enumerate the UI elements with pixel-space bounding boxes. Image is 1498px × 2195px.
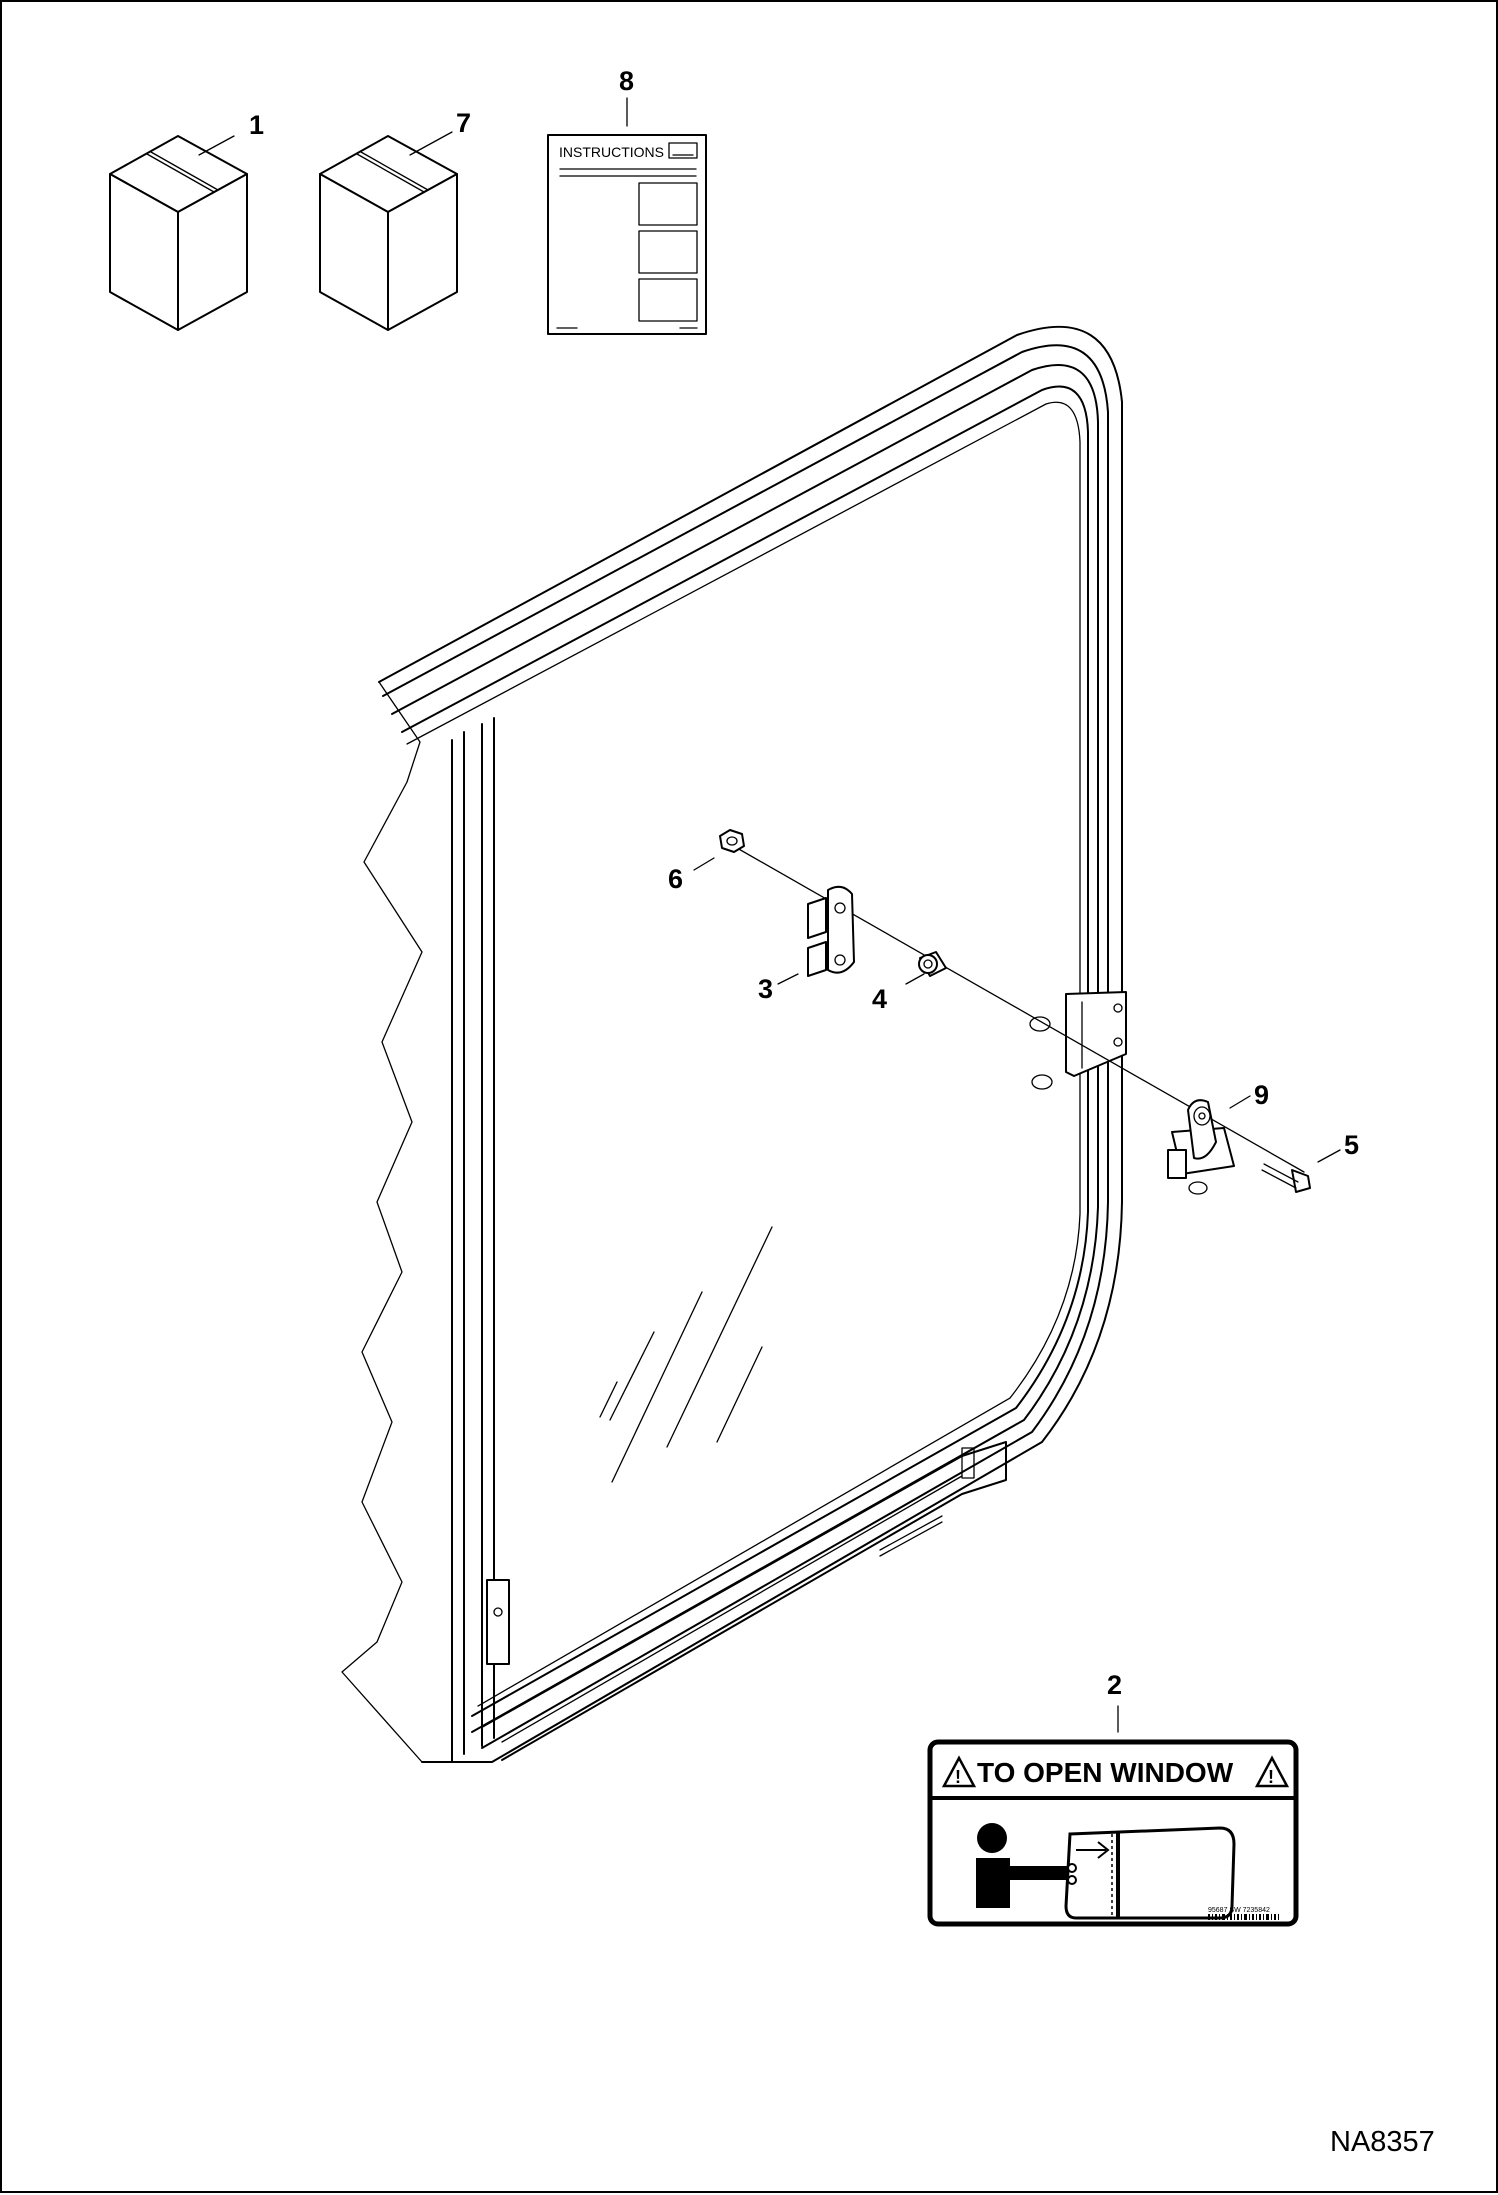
window-pictogram-icon [1064,1826,1236,1920]
assembly-axis-line [729,843,1305,1173]
latch-bracket-on-frame [1029,991,1127,1090]
nut-item-6 [719,829,745,853]
spacer-item-4 [918,951,947,977]
callout-7: 7 [456,108,471,138]
decal-item-2: ! ! [927,1739,1299,1927]
drawing-reference-number: NA8357 [1330,2126,1435,2158]
decal-title: TO OPEN WINDOW [977,1757,1234,1788]
window-frame [341,325,1123,1763]
bolt-item-5 [1261,1163,1311,1193]
box-item-7 [319,131,458,331]
svg-text:!: ! [1268,1767,1274,1787]
handle-item-9 [1167,1099,1235,1195]
warning-triangle-left-icon: ! [941,1755,977,1788]
person-pictogram-icon [976,1823,1072,1908]
latch-plate-item-3 [807,885,855,977]
warning-triangle-right-icon: ! [1254,1755,1290,1788]
decal-part-codes: 95687 SW 7235842 [1208,1907,1270,1914]
callout-1: 1 [249,110,264,140]
barcode [1208,1914,1279,1920]
callout-9: 9 [1254,1080,1269,1110]
box-item-1 [109,135,248,331]
instructions-sheet-item-8 [547,97,707,335]
callout-2: 2 [1107,1670,1122,1700]
instructions-title: INSTRUCTIONS [559,144,664,160]
callout-5: 5 [1344,1130,1359,1160]
callout-8: 8 [619,66,634,96]
callout-6: 6 [668,864,683,894]
svg-text:!: ! [955,1767,961,1787]
callout-3: 3 [758,974,773,1004]
callout-4: 4 [872,984,887,1014]
